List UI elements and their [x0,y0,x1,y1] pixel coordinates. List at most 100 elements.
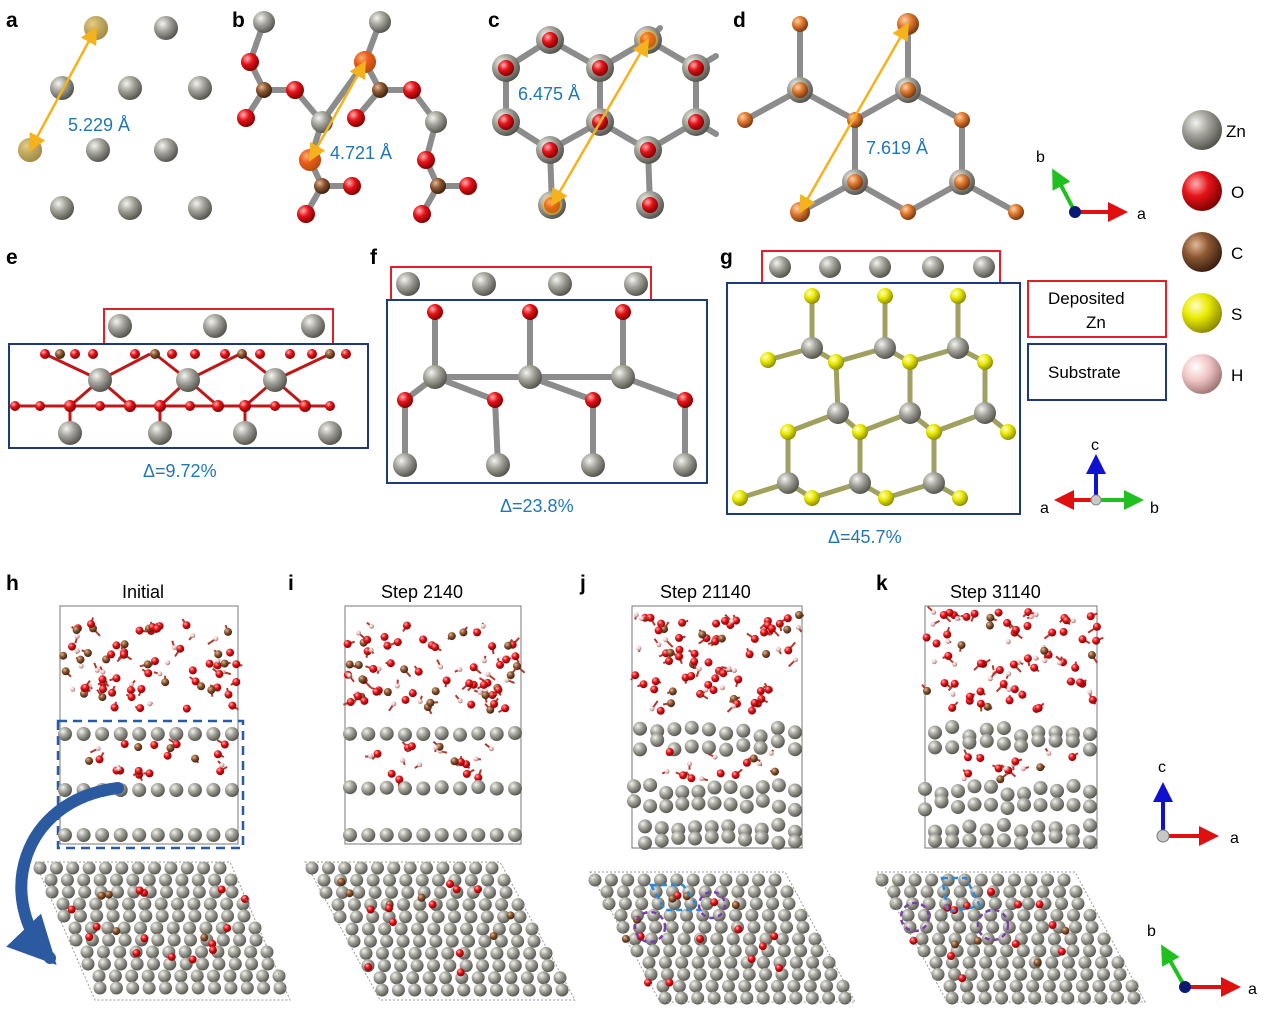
oxygen-atom [68,642,76,651]
zn-atom-top [986,920,1000,934]
panel-label-e: e [6,246,18,269]
zn-atom-top [60,873,74,887]
oxygen-atom [970,609,979,618]
zn-atom-top [1064,932,1078,946]
hydrogen-atom [213,636,219,642]
zn-atom-top [195,945,208,959]
oxygen-atom [976,754,985,762]
hydrogen-atom [687,761,692,767]
zn-atom-top [175,981,189,995]
triangle-marker-j [648,883,703,912]
oxygen-atom [383,641,392,650]
zn-atom [928,725,942,740]
box-legend: Deposited Zn Substrate [1027,280,1167,401]
hydrogen-atom [157,671,163,677]
zn-atom-top [747,920,761,934]
oxygen-atom [731,771,740,779]
zn-atom-top [782,897,796,911]
zn-atom-top [1059,979,1073,993]
zn-atom-top [78,885,92,899]
oxygen-atom [414,667,423,676]
zn-atom [1083,835,1097,850]
zn-atom-top [1000,908,1014,922]
zn-atom-top [714,920,728,934]
zn-atom-top [113,945,127,959]
zn-atom-top [497,873,511,887]
zn-atom-top [427,959,440,973]
hydrogen-atom [1042,658,1048,664]
oxygen-atom [675,645,684,654]
zn-atom-top [81,957,95,971]
oxygen-atom [473,628,482,637]
zn-atom [996,833,1011,848]
zn-atom-top [92,969,106,983]
zn-atom-top [443,959,457,973]
zn-atom-top [764,885,778,899]
zn-atom-top [403,861,417,875]
panel-title-j: Step 21140 [660,582,751,602]
zn-atom-top [106,909,120,923]
zn-atom-top [184,933,197,947]
zn-atom-top [743,932,756,946]
zn-atom-top [385,885,398,899]
hydrogen-atom [656,642,662,648]
oxygen-atom [135,626,144,635]
hydrogen-atom [649,706,655,712]
zn-atom-top [775,932,789,946]
zn-atom-top [978,991,992,1005]
oxygen-atom [120,740,129,748]
oxygen-atom [112,674,121,683]
zn-atom [723,780,738,795]
zn-lattice-a [18,16,212,220]
zn-atom [361,727,376,742]
zn-atom-top [117,921,131,935]
zn-atom-top [962,991,975,1005]
carbon-atom [83,649,92,657]
zn-atom-top [452,861,466,875]
oxygen-atom [494,685,503,694]
oxygen-atom [964,769,973,778]
axis-triad-acb: c b a [1040,437,1159,517]
hydrogen-atom [391,701,397,707]
panel-e: e Δ=9.72% [6,246,369,481]
legend-s-atom [1182,293,1222,333]
zn-atom-top [172,909,185,923]
zn-atom-top [948,967,961,981]
adsorbate-atom-top [337,877,346,886]
zn-atom [1031,733,1046,748]
zn-atom [638,819,652,834]
zn-atom-top [661,932,675,946]
oxygen-atom [1005,696,1014,705]
zn-atom [945,740,960,755]
hydrogen-atom [639,616,645,621]
cell-box-k [924,605,1098,849]
hydrogen-atom [488,746,494,752]
zn-atom-top [160,885,173,899]
zn-atom-top [142,873,156,887]
zn-atom [1014,738,1029,753]
carbon-atom [214,650,223,659]
zn-atom-top [1113,967,1127,981]
zn-atom [736,738,751,753]
zn-atom-top [754,979,768,993]
zn-atom-top [710,967,723,981]
adsorbate-atom-top [710,898,719,907]
zn-atom [771,799,786,814]
zn-atom-top [693,967,707,981]
zn-atom-top [1011,991,1025,1005]
zn-atom-top [1041,873,1054,887]
atoms-f [393,272,697,477]
adsorbate-atom-top [1011,939,1020,948]
adsorbate-atom-top [85,933,94,941]
zn-atom-top [380,934,394,948]
oxygen-atom [81,683,90,692]
panel-title-i: Step 2140 [381,582,463,602]
oxygen-atom [456,758,465,766]
oxygen-atom [675,652,684,661]
oxygen-atom [1034,704,1043,712]
zn-atom-top [111,885,124,899]
oxygen-atom [944,651,953,660]
zn-atom-top [588,873,602,887]
zn-atom-top [383,873,396,887]
axis-label-a-mid: a [1040,500,1049,517]
